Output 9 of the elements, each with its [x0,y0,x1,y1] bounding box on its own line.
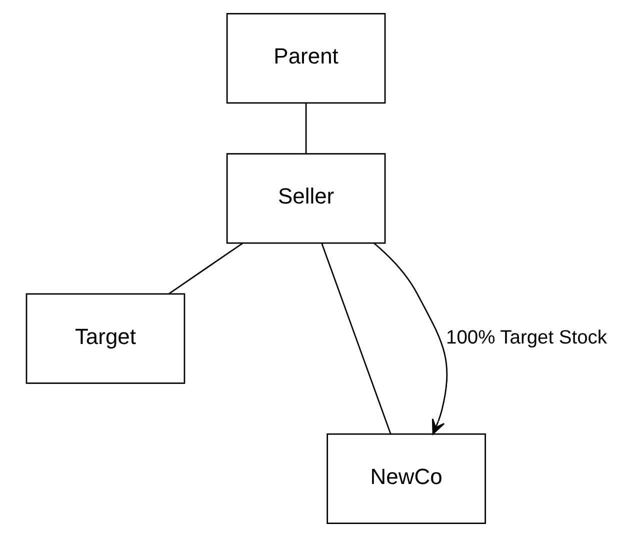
node-box: Seller [226,153,386,244]
edge-label: 100% Target Stock [446,328,607,349]
arrow [374,242,448,435]
node-box: NewCo [326,433,486,524]
node-box: Target [26,293,186,384]
node-box: Parent [226,13,386,104]
connector [305,103,307,154]
connector [168,242,243,294]
connector [321,242,392,434]
